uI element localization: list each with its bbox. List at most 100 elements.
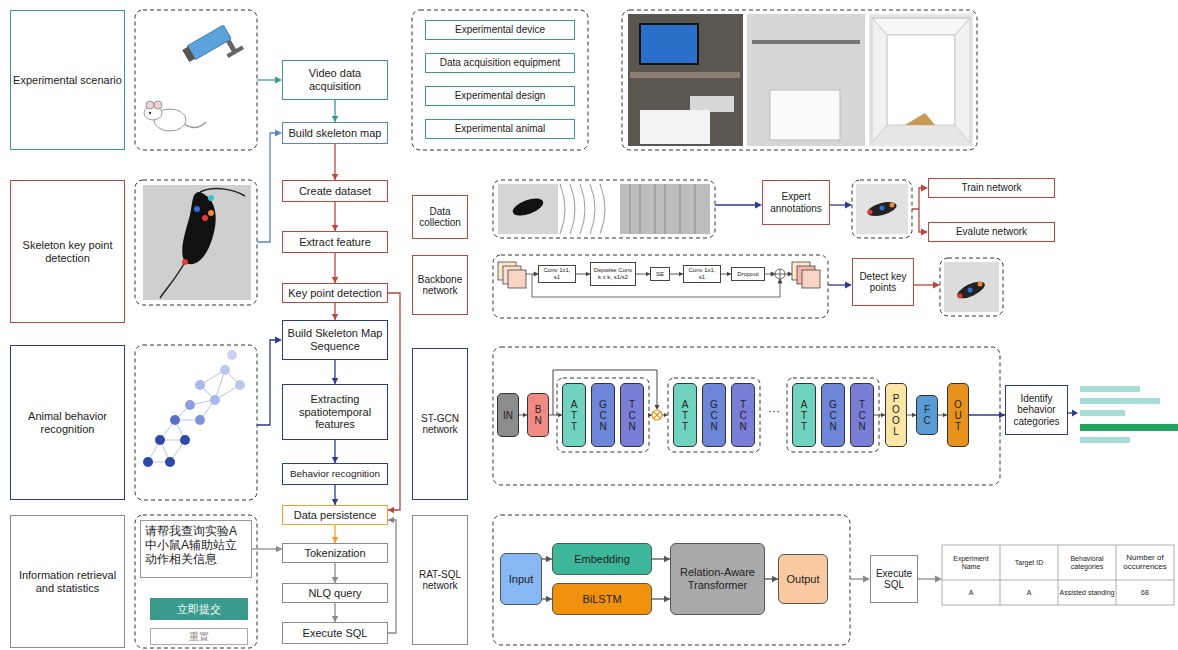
stgcn-skip-part xyxy=(652,410,662,420)
text-holder: Data persistence xyxy=(294,509,377,522)
skeleton-graph-part xyxy=(143,457,153,467)
skeleton-graph-part xyxy=(227,350,237,360)
stage-label: RAT-SQL network xyxy=(412,515,468,645)
table-cell: A xyxy=(1001,581,1057,604)
connector xyxy=(332,303,339,320)
arrow-head-part xyxy=(755,202,762,209)
text-holder: NLQ query xyxy=(308,587,361,600)
connector xyxy=(332,440,339,463)
text-holder: Experimental scenario xyxy=(13,74,122,87)
process-box: Tokenization xyxy=(282,543,388,563)
lab-photo xyxy=(628,14,973,146)
layer-box: SE xyxy=(650,267,670,281)
text-holder: 立即提交 xyxy=(177,603,221,616)
node-text: Experimental design xyxy=(455,90,546,102)
text-holder: Backbone network xyxy=(415,274,465,297)
arrow-head-part xyxy=(1072,410,1078,417)
connector xyxy=(252,546,282,553)
connector-line xyxy=(388,520,396,633)
flow-arrow-part xyxy=(257,340,277,425)
process-box: Detect key points xyxy=(852,258,914,306)
connector xyxy=(765,576,778,583)
submit-button: 立即提交 xyxy=(150,598,248,620)
text-holder: 重置 xyxy=(189,631,209,643)
category-bars xyxy=(1080,386,1178,443)
text-holder: Information retrieval and statistics xyxy=(13,569,122,594)
backbone-diagram-part xyxy=(775,269,785,279)
text-holder: Behavior recognition xyxy=(290,468,380,479)
arrow-head-part xyxy=(275,130,282,137)
text-holder: RAT-SQL network xyxy=(415,569,465,592)
connector xyxy=(670,272,683,276)
frame-sequence-part xyxy=(866,199,898,218)
text-holder: Data acquisition equipment xyxy=(440,57,561,69)
backbone-diagram-part xyxy=(802,270,820,288)
item-box: Experimental animal xyxy=(425,119,575,139)
text-holder: POOL xyxy=(891,393,901,437)
backbone-diagram-part xyxy=(778,279,782,283)
process-box: Extracting spatiotemporal features xyxy=(282,384,388,440)
text-holder: GCN xyxy=(598,399,608,432)
connector xyxy=(332,360,339,384)
arrow-head-part xyxy=(275,77,282,84)
node-text: Identify behavior categories xyxy=(1008,393,1065,428)
layer-box: Conv 1x1, s1 xyxy=(538,265,576,283)
text-holder: Dropout xyxy=(737,271,758,278)
text-holder: Execute SQL xyxy=(303,627,368,640)
stgcn-skip-part xyxy=(654,412,661,419)
connector xyxy=(652,556,670,563)
skeleton-graph-part xyxy=(155,435,165,445)
backbone-diagram-part xyxy=(775,269,785,279)
process-box: Identify behavior categories xyxy=(1005,385,1068,435)
node-text: BiLSTM xyxy=(582,593,621,606)
text-holder: Execute SQL xyxy=(873,568,915,591)
connector xyxy=(938,413,947,417)
node-text: Train network xyxy=(961,182,1021,194)
layer-block: POOL xyxy=(885,383,907,447)
process-box: Build skeleton map xyxy=(282,122,388,144)
result-table xyxy=(942,545,1174,605)
layer-block: BN xyxy=(527,393,549,437)
category-bars-part xyxy=(1080,437,1130,443)
frame-sequence-part xyxy=(890,203,895,208)
layer-block: GCN xyxy=(702,383,726,447)
dashed-frame-part xyxy=(135,10,257,150)
layer-block: FC xyxy=(916,395,938,435)
text-holder: Detect key points xyxy=(855,271,911,294)
camera-icon-part xyxy=(182,22,244,76)
category-bars-part xyxy=(1080,424,1178,431)
frame-sequence-part xyxy=(630,184,695,234)
frame-sequence-part xyxy=(968,288,973,293)
node-text: Detect key points xyxy=(855,271,911,294)
text-holder: GCN xyxy=(709,399,719,432)
frame-sequence-part xyxy=(511,195,546,219)
text-holder: TCN xyxy=(738,399,748,432)
layer-block: TCN xyxy=(620,383,644,447)
lab-photo-part xyxy=(747,14,865,146)
node-text: 重置 xyxy=(189,631,209,643)
stage-label: Backbone network xyxy=(412,255,468,315)
process-box: Train network xyxy=(928,178,1055,198)
lab-photo-part xyxy=(628,14,743,146)
node-text: TCN xyxy=(857,399,867,432)
section-label: Information retrieval and statistics xyxy=(10,515,125,648)
arrow-head-part xyxy=(275,337,282,344)
node-text: GCN xyxy=(828,399,838,432)
process-box: Data persistence xyxy=(282,505,388,525)
dashed-frame xyxy=(135,10,1003,648)
text-holder: Skeleton key point detection xyxy=(13,239,122,264)
camera-icon-part-part xyxy=(226,45,244,57)
frame-sequence-part xyxy=(560,184,605,234)
layer-block: TCN xyxy=(850,383,874,447)
node-text: Expert annotations xyxy=(765,191,827,214)
layer-box: Depwise Conv k x k, s1/s2 xyxy=(590,262,636,286)
process-box: Execute SQL xyxy=(870,555,918,603)
connector xyxy=(332,485,339,505)
text-holder: Relation-Aware Transformer xyxy=(673,566,762,591)
connector xyxy=(332,563,339,583)
mouse-photo-part xyxy=(182,259,188,265)
text-holder: Extract feature xyxy=(299,236,371,249)
lab-photo-part xyxy=(887,35,955,125)
connector xyxy=(332,202,339,231)
text-holder: Conv 1x1, s1 xyxy=(540,267,574,281)
